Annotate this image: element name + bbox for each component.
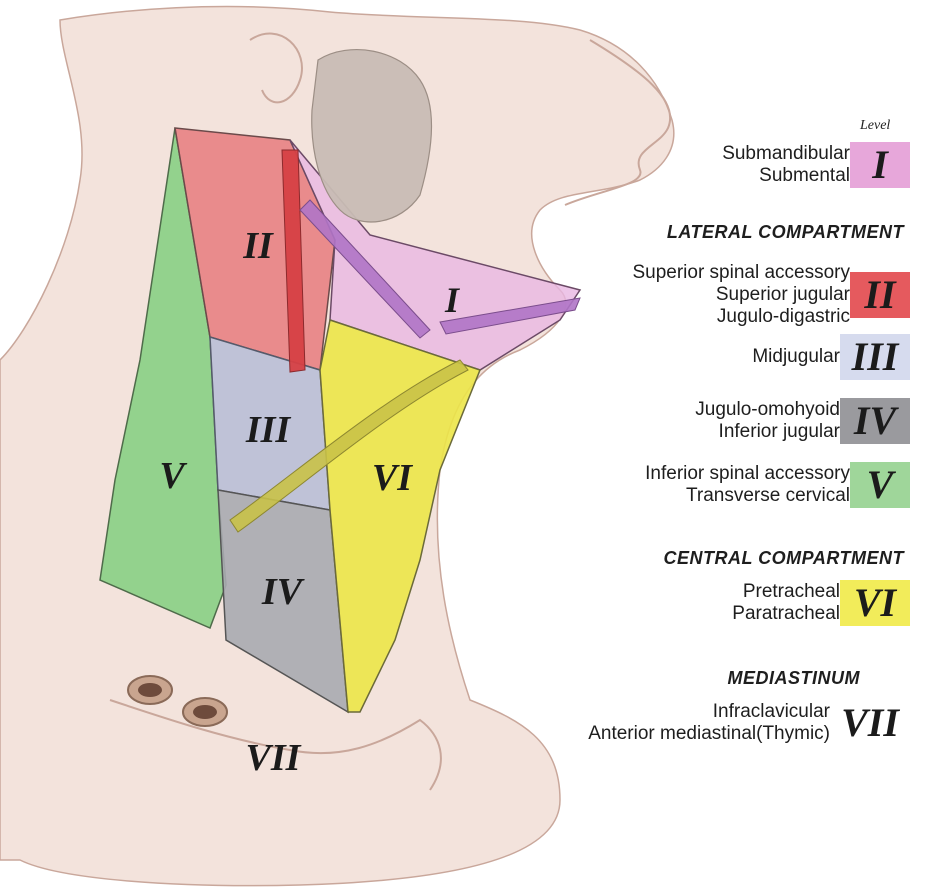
legend-line: Pretracheal (742, 581, 840, 602)
clavicle-outline (109, 699, 442, 791)
mediastinum-heading: MEDIASTINUM (727, 668, 860, 688)
legend-line: Submandibular (722, 143, 850, 164)
legend-line: Inferior jugular (718, 421, 840, 442)
legend-line: Jugulo-omohyoid (695, 399, 840, 420)
submandibular-gland (311, 49, 433, 223)
legend-line: Superior jugular (715, 284, 850, 305)
legend-line: Inferior spinal accessory (645, 463, 850, 484)
legend-swatch: I (850, 142, 910, 188)
level-6-region (319, 319, 481, 713)
legend-swatch: VI (840, 580, 910, 626)
legend-line: Jugulo-digastric (716, 306, 850, 327)
level-2-label: II (242, 225, 274, 267)
ear-outline (249, 32, 303, 104)
digastric-muscle (299, 199, 431, 339)
legend-description: Midjugular (752, 346, 840, 368)
trachea-lumen (138, 683, 162, 697)
carotid-artery (281, 149, 306, 373)
legend-swatch: IV (840, 398, 910, 444)
central-compartment-heading: CENTRAL COMPARTMENT (663, 548, 904, 568)
level-6-label: VI (372, 457, 413, 499)
lateral-compartment-heading: LATERAL COMPARTMENT (666, 222, 904, 242)
legend-line: Superior spinal accessory (632, 262, 850, 283)
legend-line: Submental (759, 165, 850, 186)
level-3-label: III (245, 409, 292, 451)
legend-line: Infraclavicular (712, 701, 830, 722)
trachea-lumen (193, 705, 217, 719)
level-5-label: V (159, 455, 187, 497)
trachea-rings (127, 675, 228, 727)
legend-line: Paratracheal (732, 603, 840, 624)
legend-swatch: VII (830, 700, 910, 746)
legend-line: Transverse cervical (685, 485, 850, 506)
level-7-label: VII (246, 737, 302, 779)
legend-swatch: II (850, 272, 910, 318)
face-profile (564, 39, 671, 206)
legend-swatch: III (840, 334, 910, 380)
level-tag: Level (860, 118, 891, 133)
level-4-label: IV (261, 571, 305, 613)
legend-swatch: V (850, 462, 910, 508)
legend-line: Anterior mediastinal(Thymic) (588, 723, 830, 744)
omohyoid-muscle (229, 359, 469, 533)
digastric-anterior-belly (439, 297, 581, 335)
legend-line: Midjugular (752, 346, 840, 367)
level-1-label: I (444, 280, 461, 320)
